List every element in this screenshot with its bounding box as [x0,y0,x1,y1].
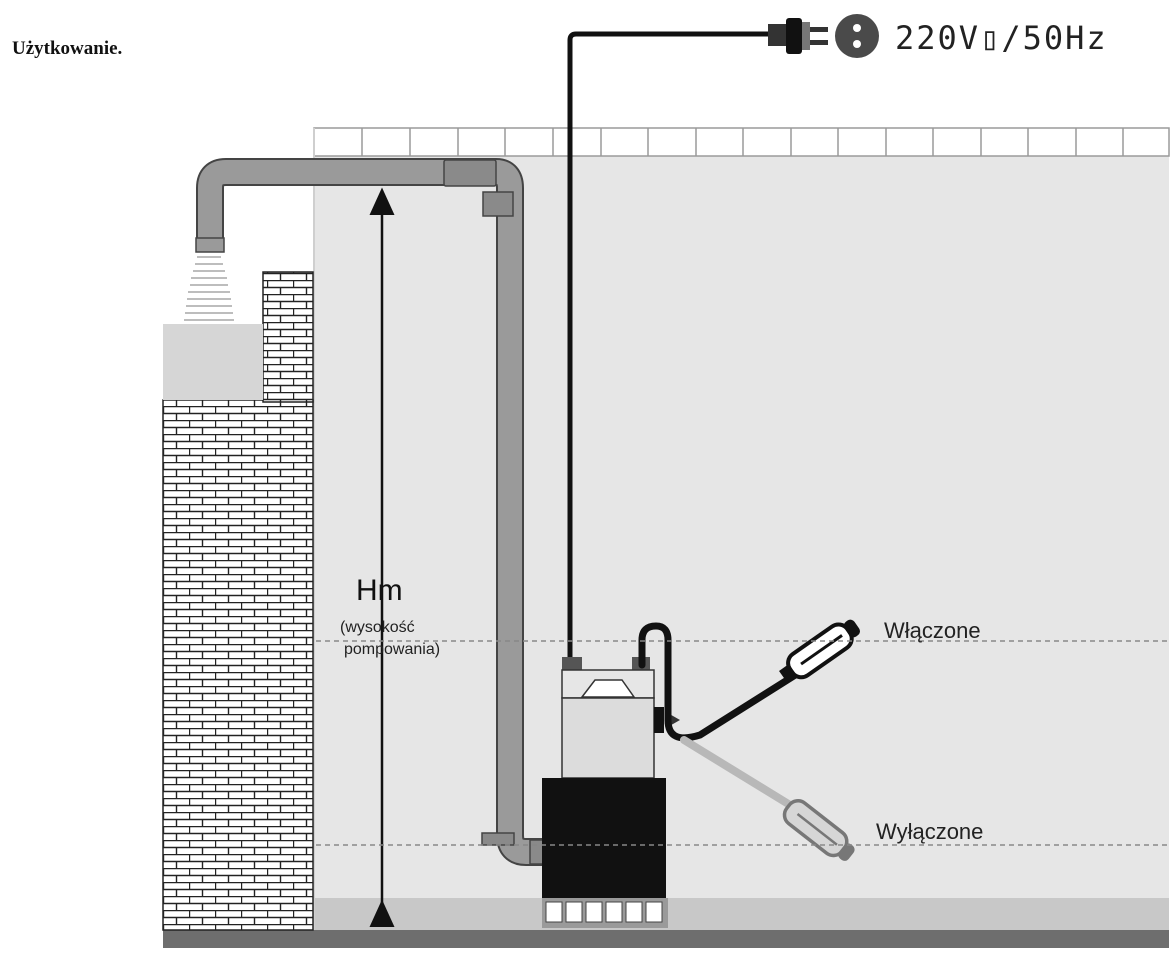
height-label: Hm [356,574,403,607]
float-switch-off-icon [782,799,855,861]
tank-bottom-layer [314,898,1169,930]
float-cable-on [638,622,804,742]
water-spray [184,256,234,321]
height-caption-line2: pompowania) [344,641,440,658]
brick-wall [162,271,314,931]
tank-rim [313,127,1170,157]
power-cable [567,31,772,662]
heading: Użytkowanie. [12,38,123,59]
off-label: Wyłączone [876,819,983,844]
discharge-pipe [195,158,548,866]
drain-basin [163,324,263,400]
on-label: Włączone [884,618,981,643]
float-cable-off [680,736,794,809]
float-switch-icon [779,619,860,683]
plug-icon [768,18,828,54]
height-caption-line1: (wysokość [340,619,415,636]
submersible-pump [542,657,680,928]
floor [163,930,1169,948]
tank-water [314,155,1169,900]
power-label: 220V▯/50Hz [895,19,1108,57]
socket-icon [835,14,879,58]
